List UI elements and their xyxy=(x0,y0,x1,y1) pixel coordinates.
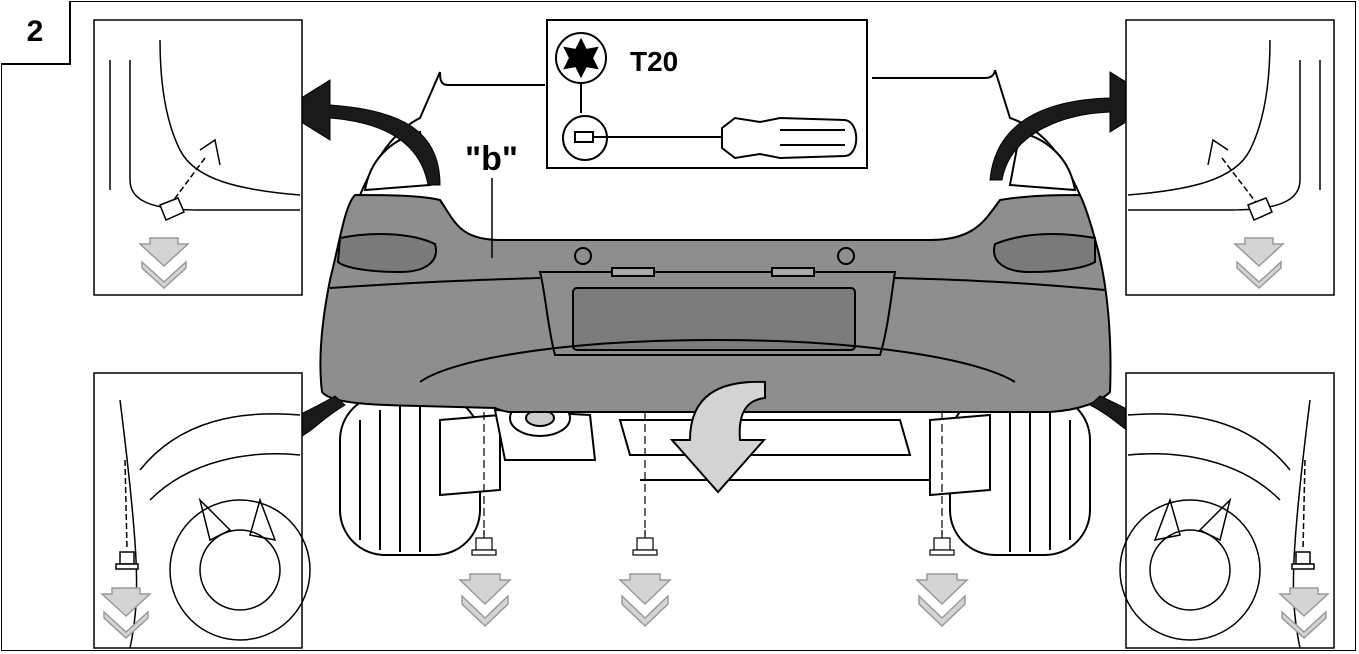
screw-icon xyxy=(1291,551,1315,570)
down-arrow-icon xyxy=(1278,587,1330,618)
detail-inset-bottom-right xyxy=(1119,372,1335,649)
down-arrow-icon xyxy=(618,573,672,606)
down-arrow-icon xyxy=(1236,260,1282,290)
tool-inset xyxy=(546,19,868,169)
down-arrow-icon xyxy=(1233,237,1285,268)
down-arrow-icon xyxy=(918,594,966,628)
screw-icon xyxy=(159,197,185,222)
down-arrow-icon xyxy=(461,594,509,628)
down-arrow-icon xyxy=(1281,610,1327,640)
curved-arrow-icon xyxy=(281,79,441,186)
down-arrow-icon xyxy=(458,573,512,606)
rear-bumper xyxy=(319,193,1112,413)
screw-icon xyxy=(929,530,955,556)
detail-inset-bottom-left xyxy=(93,372,311,649)
screw-icon xyxy=(632,530,658,556)
down-arrow-icon xyxy=(100,587,152,618)
detail-inset-top-right xyxy=(1125,19,1335,296)
down-arrow-icon xyxy=(621,594,669,628)
down-arrow-icon xyxy=(915,573,969,606)
screwdriver-icon xyxy=(574,116,858,160)
down-arrows-main xyxy=(458,573,969,628)
main-screws xyxy=(471,412,955,556)
screw-icon xyxy=(115,551,139,570)
detail-inset-top-left xyxy=(93,19,303,296)
torx-icon xyxy=(563,37,599,79)
part-label: "b" xyxy=(465,140,519,178)
down-arrow-icon xyxy=(103,610,149,640)
curved-down-arrow-icon xyxy=(669,380,767,494)
down-arrow-icon xyxy=(141,260,187,290)
down-arrow-icon xyxy=(138,237,190,268)
screw-icon xyxy=(1247,197,1273,222)
tool-label: T20 xyxy=(630,46,679,77)
screw-icon xyxy=(471,530,497,556)
step-number: 2 xyxy=(1,1,71,65)
